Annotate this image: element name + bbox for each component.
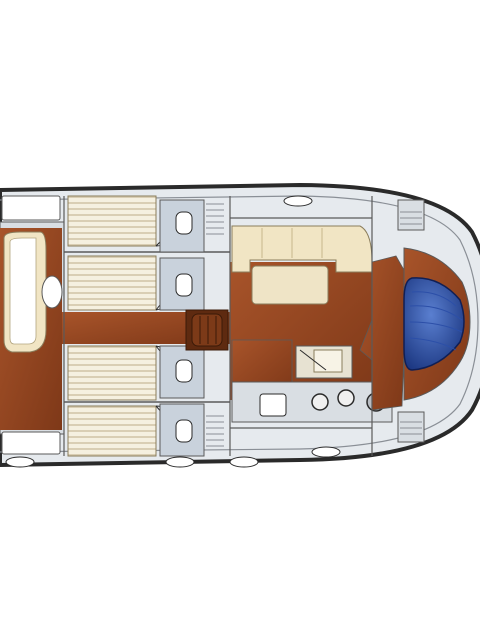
aft-table (41, 275, 63, 309)
heads-group (159, 199, 224, 457)
hatch-icon (311, 446, 341, 458)
stove-icon (337, 389, 355, 407)
sink-icon (259, 393, 287, 417)
galley (231, 345, 393, 423)
cabin-group (64, 195, 230, 457)
aft-cockpit (0, 221, 65, 435)
hatch-icon (5, 456, 35, 468)
hatch-icon (229, 456, 259, 468)
toilet-icon (175, 211, 193, 235)
forward-floor (359, 255, 405, 411)
toilet-icon (175, 359, 193, 383)
double-berth-icon (67, 255, 157, 311)
saloon-table (251, 265, 329, 305)
stove-icon (311, 393, 329, 411)
companionway-stairs (185, 309, 229, 351)
hatches (5, 195, 341, 468)
toilet-icon (175, 273, 193, 297)
double-berth-icon (67, 345, 157, 401)
hatch-icon (165, 456, 195, 468)
toilet-icon (175, 419, 193, 443)
hatch-icon (283, 195, 313, 207)
double-berth-icon (67, 405, 157, 457)
bow-cabin (397, 199, 471, 443)
double-berth-icon (67, 195, 157, 247)
stern-lockers (1, 195, 61, 455)
interior-walls (63, 196, 373, 456)
